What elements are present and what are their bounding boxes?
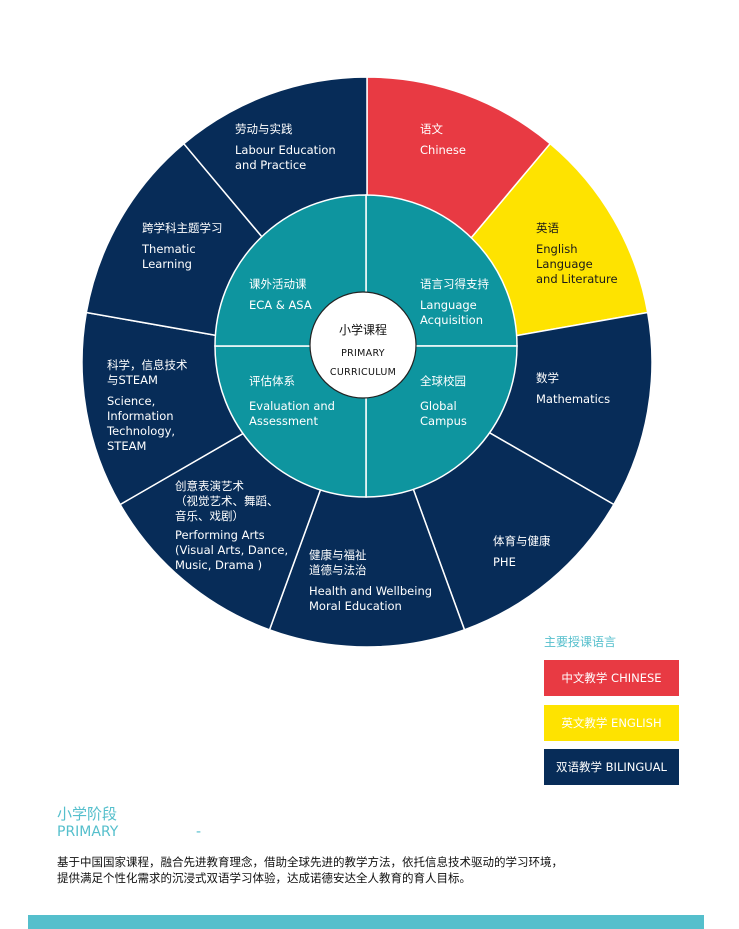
section-dash: - xyxy=(196,824,202,840)
section-description: 基于中国国家课程，融合先进教育理念，借助全球先进的教学方法，依托信息技术驱动的学… xyxy=(57,855,563,885)
section-title-zh: 小学阶段 xyxy=(57,805,118,823)
center-circle xyxy=(309,291,417,399)
inner-segment xyxy=(365,345,518,498)
inner-segment xyxy=(365,194,518,347)
segment-label-performing-arts: 创意表演艺术 （视觉艺术、舞蹈、 音乐、戏剧） Performing Arts … xyxy=(175,479,289,572)
legend-chinese: 中文教学 CHINESE xyxy=(544,660,679,696)
outer-segment xyxy=(268,359,466,648)
legend-english: 英文教学 ENGLISH xyxy=(544,705,679,741)
legend-bilingual: 双语教学 BILINGUAL xyxy=(544,749,679,785)
footer-bar xyxy=(28,915,704,929)
legend-title: 主要授课语言 xyxy=(544,635,617,649)
section-title-en: PRIMARY xyxy=(57,824,119,840)
